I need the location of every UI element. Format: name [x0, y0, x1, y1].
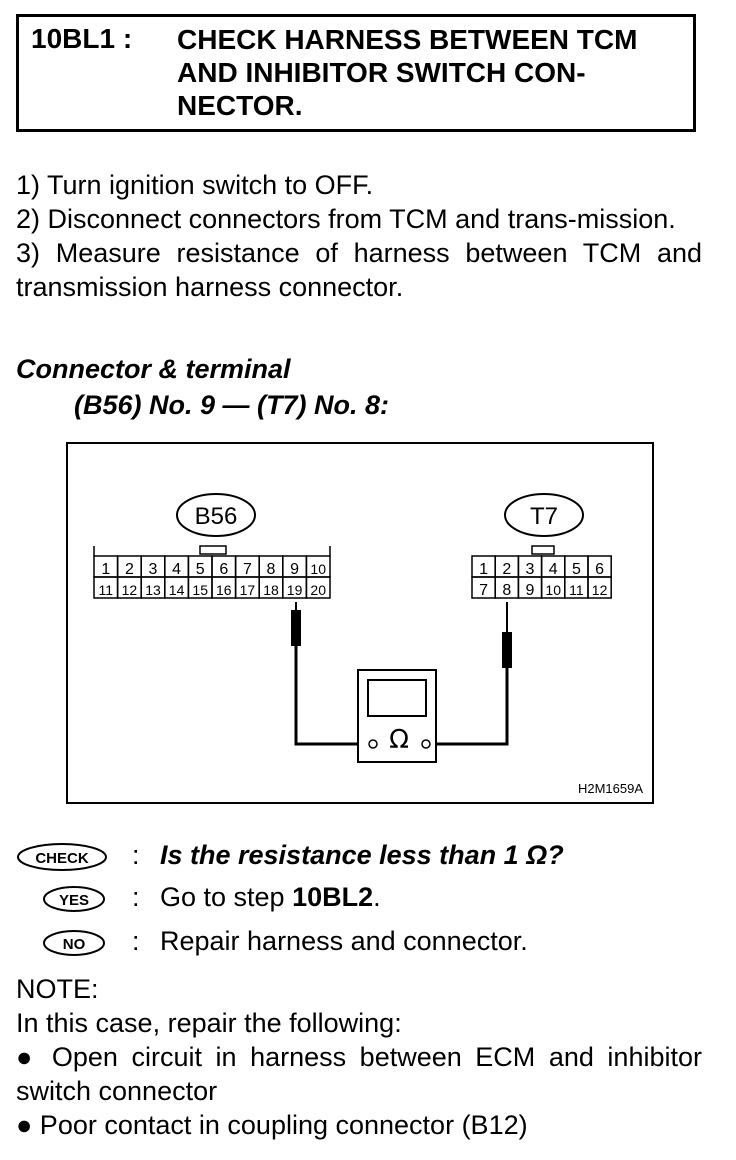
t7-pin-9: 9 [526, 582, 535, 599]
ohmmeter-terminal-right [421, 739, 431, 749]
t7-connector-latch [531, 545, 555, 555]
figure-id: H2M1659A [578, 781, 643, 796]
b56-probe-lead [294, 646, 370, 746]
b56-pin-8: 8 [267, 561, 276, 578]
b56-pin-20: 20 [310, 582, 326, 598]
procedure-steps: 1) Turn ignition switch to OFF. 2) Disco… [16, 168, 702, 304]
t7-pin-cell-12 [587, 576, 612, 599]
b56-pin-11: 11 [99, 582, 114, 598]
no-badge: NO [43, 930, 105, 956]
note-section: NOTE: In this case, repair the following… [16, 972, 702, 1142]
procedure-step-3: 3) Measure resistance of harness between… [16, 238, 702, 302]
t7-pin-8: 8 [502, 582, 511, 599]
b56-pin-16: 16 [216, 582, 232, 598]
b56-pin-15: 15 [192, 582, 208, 598]
b56-pin-2: 2 [125, 561, 134, 578]
b56-pin-7: 7 [243, 561, 252, 578]
t7-pin-6: 6 [595, 561, 604, 578]
step-id: 10BL1 : [31, 23, 133, 54]
no-instruction: Repair harness and connector. [160, 926, 528, 956]
note-intro: In this case, repair the following: [16, 1008, 402, 1038]
b56-connector-latch [199, 545, 227, 555]
ohm-symbol: Ω [389, 725, 409, 755]
check-colon: : [132, 840, 140, 870]
yes-badge: YES [43, 886, 105, 912]
check-badge: CHECK [17, 843, 107, 871]
b56-pin-6: 6 [219, 561, 228, 578]
t7-pin-3: 3 [526, 561, 535, 578]
b56-pin-cell-20 [305, 576, 331, 599]
note-bullet-2: ● Poor contact in coupling connector (B1… [16, 1110, 528, 1140]
b56-pin-18: 18 [263, 582, 279, 598]
t7-pin-7: 7 [479, 582, 488, 599]
b56-connector-name: B56 [195, 503, 238, 530]
no-colon: : [132, 926, 140, 956]
procedure-step-1: 1) Turn ignition switch to OFF. [16, 170, 374, 200]
b56-pin-3: 3 [149, 561, 158, 578]
ohmmeter: Ω [357, 669, 437, 763]
b56-pin-12: 12 [122, 582, 138, 598]
b56-pin-4: 4 [172, 561, 181, 578]
check-question: Is the resistance less than 1 Ω? [160, 840, 564, 870]
yes-badge-label: YES [59, 892, 89, 909]
b56-pin-1: 1 [101, 561, 110, 578]
b56-probe-body [291, 610, 301, 646]
procedure-step-2: 2) Disconnect connectors from TCM and tr… [16, 204, 676, 234]
b56-pin-10: 10 [310, 561, 326, 577]
step-header-box: 10BL1 : CHECK HARNESS BETWEEN TCM AND IN… [16, 14, 696, 132]
t7-connector-name: T7 [530, 503, 558, 530]
yes-colon: : [132, 882, 140, 912]
test-leads [291, 602, 512, 746]
b56-label-ellipse [176, 493, 256, 537]
t7-label-ellipse [504, 493, 584, 537]
b56-pin-19: 19 [287, 582, 303, 598]
check-badge-label: CHECK [35, 850, 89, 867]
t7-pin-4: 4 [549, 561, 558, 578]
t7-pin-10: 10 [545, 582, 561, 598]
ohmmeter-display [367, 679, 427, 717]
t7-probe-lead [430, 668, 509, 746]
t7-pin-12: 12 [592, 582, 608, 598]
connector-terminal-detail: (B56) No. 9 — (T7) No. 8: [74, 390, 390, 420]
yes-instruction: Go to step 10BL2. [160, 882, 381, 913]
yes-text-suffix: . [373, 882, 381, 912]
ohmmeter-terminal-left [368, 739, 378, 749]
b56-pin-14: 14 [169, 582, 185, 598]
step-title: CHECK HARNESS BETWEEN TCM AND INHIBITOR … [177, 24, 638, 121]
t7-pin-11: 11 [569, 582, 584, 598]
note-bullet-1: ● Open circuit in harness between ECM an… [16, 1042, 702, 1106]
b56-pin-13: 13 [145, 582, 161, 598]
t7-pin-1: 1 [479, 561, 488, 578]
t7-pin-5: 5 [572, 561, 581, 578]
yes-target-step: 10BL2 [292, 882, 374, 912]
t7-pin-2: 2 [502, 561, 511, 578]
t7-probe-body [502, 632, 512, 668]
note-heading: NOTE: [16, 974, 99, 1004]
b56-pin-17: 17 [240, 582, 256, 598]
b56-pin-5: 5 [196, 561, 205, 578]
yes-text-prefix: Go to step [160, 882, 293, 912]
no-badge-label: NO [63, 936, 86, 953]
connector-terminal-label: Connector & terminal [16, 354, 291, 384]
b56-pin-9: 9 [290, 561, 299, 578]
